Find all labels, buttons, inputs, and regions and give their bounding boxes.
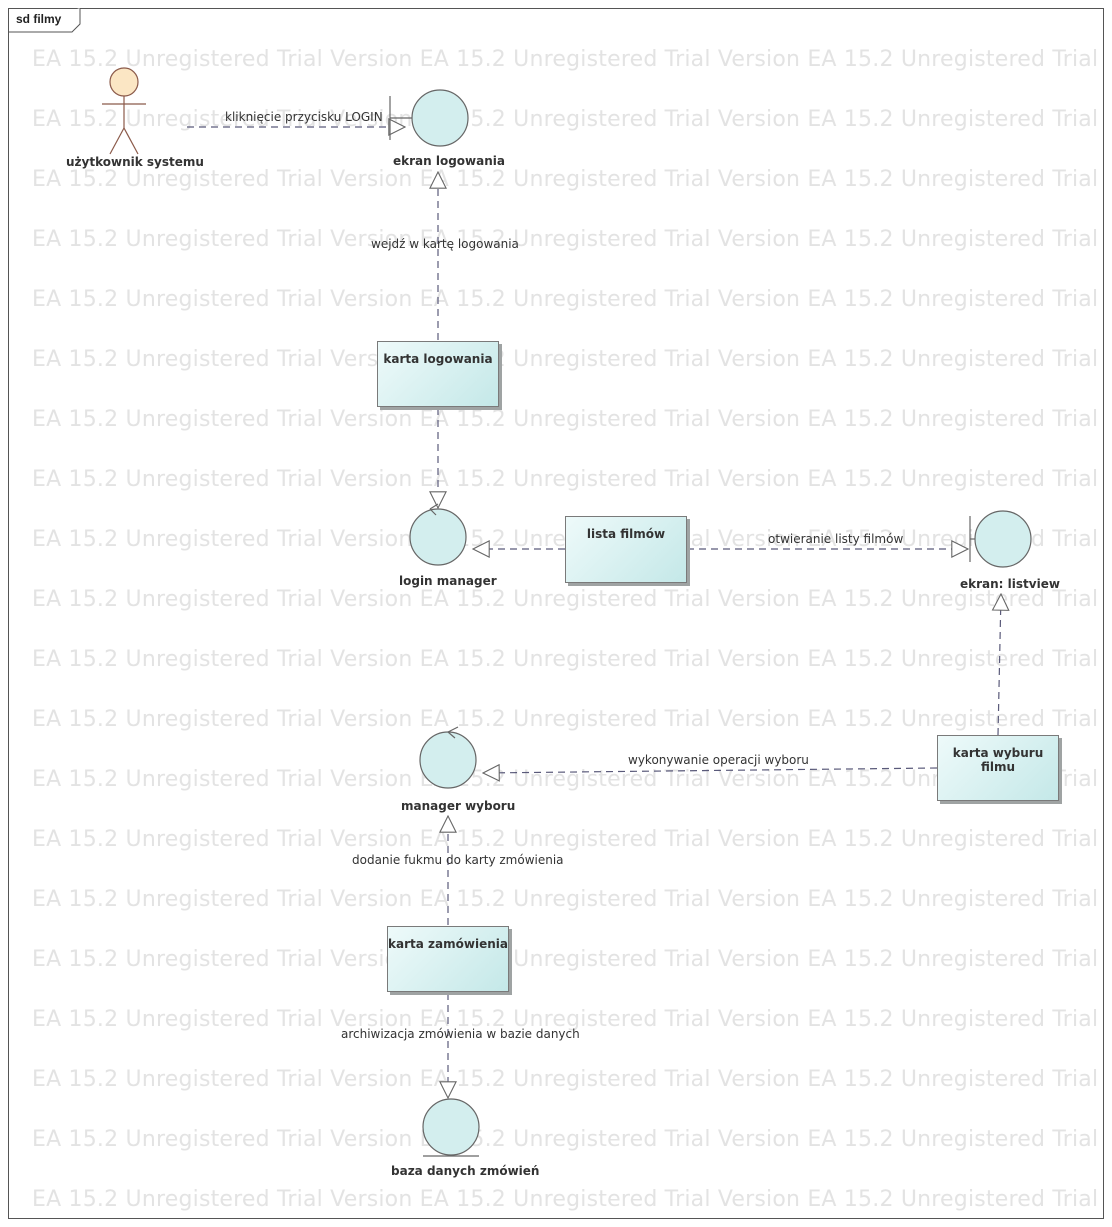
watermark-row: EA 15.2 Unregistered Trial Version EA 15…: [32, 707, 1104, 732]
choice-manager-label: manager wyboru: [401, 799, 516, 813]
box-film-choice-card-label: karta wyburu filmu: [952, 746, 1044, 774]
watermark-row: EA 15.2 Unregistered Trial Version EA 15…: [32, 647, 1104, 672]
watermark-row: EA 15.2 Unregistered Trial Version EA 15…: [32, 107, 1104, 132]
box-film-list[interactable]: lista filmów: [565, 516, 687, 583]
frame-tab: [8, 8, 81, 33]
watermark-row: EA 15.2 Unregistered Trial Version EA 15…: [32, 587, 1104, 612]
watermark-row: EA 15.2 Unregistered Trial Version EA 15…: [32, 1007, 1104, 1032]
edge-choice-card-to-listview: [998, 594, 1001, 736]
watermark-row: EA 15.2 Unregistered Trial Version EA 15…: [32, 947, 1104, 972]
box-login-card-label: karta logowania: [383, 352, 493, 366]
watermark-row: EA 15.2 Unregistered Trial Version EA 15…: [32, 347, 1104, 372]
watermark-row: EA 15.2 Unregistered Trial Version EA 15…: [32, 167, 1104, 192]
watermark-row: EA 15.2 Unregistered Trial Version EA 15…: [32, 1067, 1104, 1092]
edge-label-archive-order: archiwizacja zmówienia w bazie danych: [341, 1027, 580, 1041]
watermark-row: EA 15.2 Unregistered Trial Version EA 15…: [32, 227, 1104, 252]
frame-tab-shape: [8, 8, 81, 33]
actor-user-label: użytkownik systemu: [66, 155, 204, 169]
box-film-list-label: lista filmów: [586, 527, 666, 541]
control-icon-login-manager: [409, 503, 467, 566]
watermark-row: EA 15.2 Unregistered Trial Version EA 15…: [32, 407, 1104, 432]
listview-label: ekran: listview: [960, 577, 1060, 591]
box-order-card[interactable]: karta zamówienia: [387, 926, 509, 992]
watermark-row: EA 15.2 Unregistered Trial Version EA 15…: [32, 767, 1104, 792]
watermark-row: EA 15.2 Unregistered Trial Version EA 15…: [32, 1127, 1104, 1152]
edge-label-click-login: kliknięcie przycisku LOGIN: [225, 110, 383, 124]
edge-label-enter-login-card: wejdź w kartę logowania: [371, 237, 519, 251]
orders-db-label: baza danych zmówień: [391, 1164, 540, 1178]
diagram-frame: [8, 8, 1104, 1219]
edge-label-open-film-list: otwieranie listy filmów: [768, 532, 904, 546]
watermark-row: EA 15.2 Unregistered Trial Version EA 15…: [32, 827, 1104, 852]
edge-label-add-film-to-order: dodanie fukmu do karty zmówienia: [352, 853, 564, 867]
box-order-card-label: karta zamówienia: [388, 937, 508, 951]
watermark-row: EA 15.2 Unregistered Trial Version EA 15…: [32, 887, 1104, 912]
box-login-card[interactable]: karta logowania: [377, 341, 499, 407]
box-film-choice-card[interactable]: karta wyburu filmu: [937, 735, 1059, 801]
watermark-row: EA 15.2 Unregistered Trial Version EA 15…: [32, 1187, 1104, 1212]
login-manager-label: login manager: [399, 574, 497, 588]
login-screen-label: ekran logowania: [393, 154, 505, 168]
actor-icon: [102, 67, 146, 155]
boundary-icon-listview: [969, 510, 1032, 568]
watermark-row: EA 15.2 Unregistered Trial Version EA 15…: [32, 47, 1104, 72]
watermark-row: EA 15.2 Unregistered Trial Version EA 15…: [32, 287, 1104, 312]
watermark-row: EA 15.2 Unregistered Trial Version EA 15…: [32, 467, 1104, 492]
boundary-icon-login-screen: [389, 89, 469, 147]
entity-icon-orders-db: [422, 1098, 480, 1157]
control-icon-choice-manager: [419, 726, 477, 789]
frame-title: sd filmy: [16, 12, 62, 26]
edge-label-choice-operation: wykonywanie operacji wyboru: [628, 753, 809, 767]
edge-choice-operation: [483, 768, 938, 773]
